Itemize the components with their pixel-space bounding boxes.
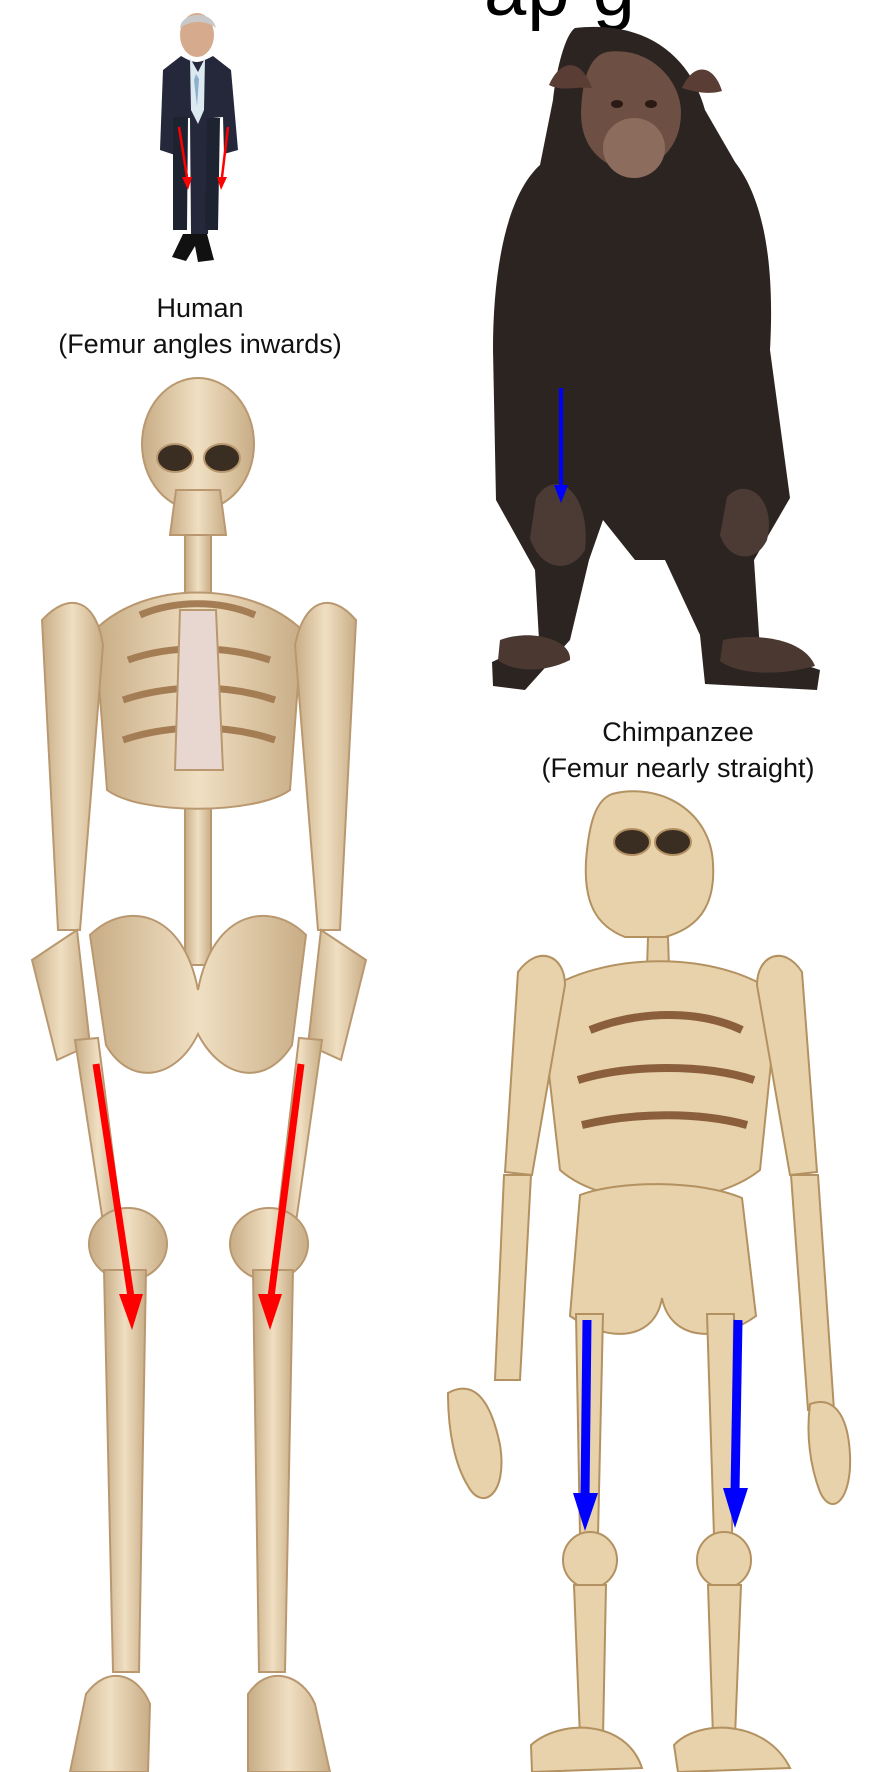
chimp-bones bbox=[448, 791, 850, 1772]
